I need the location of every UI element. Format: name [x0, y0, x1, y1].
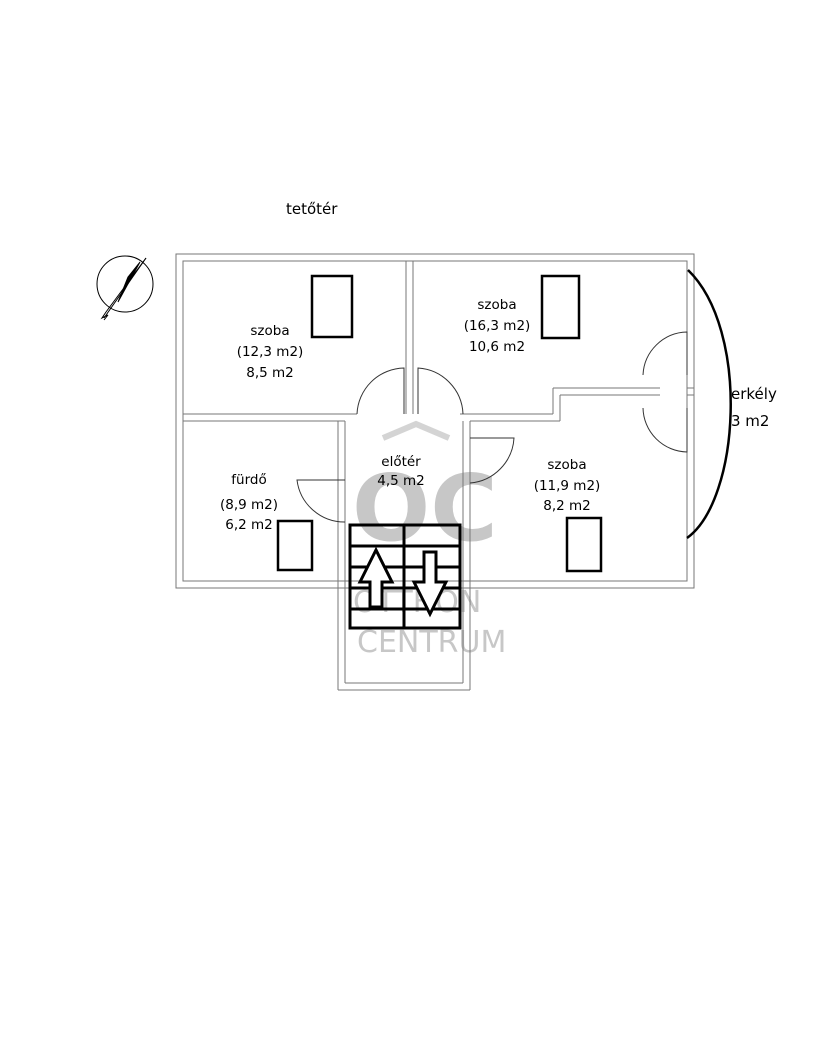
- balcony-outline: [686, 269, 732, 540]
- door-balcony-lower: [642, 407, 688, 453]
- door-balcony-upper: [642, 331, 688, 376]
- doors: [296, 331, 688, 523]
- bed-room2: [540, 274, 581, 340]
- room1-name: szoba: [250, 323, 289, 339]
- room3-gross: (11,9 m2): [534, 478, 601, 494]
- bed-room3: [565, 516, 603, 573]
- room-labels: szoba (12,3 m2) 8,5 m2 szoba (16,3 m2) 1…: [220, 297, 777, 533]
- door-room2: [417, 367, 464, 415]
- room2-net: 10,6 m2: [469, 339, 525, 355]
- room1-net: 8,5 m2: [246, 365, 294, 381]
- room2-name: szoba: [477, 297, 516, 313]
- north-arrow-icon: [96, 255, 154, 321]
- bath-gross: (8,9 m2): [220, 497, 278, 513]
- floor-title: tetőtér: [286, 200, 338, 218]
- bath-name: fürdő: [231, 472, 266, 488]
- watermark-text-bottom: CENTRUM: [357, 625, 506, 660]
- bed-room1: [310, 274, 354, 339]
- watermark: OC OTTHON CENTRUM: [352, 420, 506, 660]
- door-bath: [296, 479, 346, 523]
- balcony-area: 3 m2: [731, 412, 769, 430]
- hall-net: 4,5 m2: [377, 473, 425, 489]
- watermark-logo: OC: [352, 455, 498, 562]
- room3-name: szoba: [547, 457, 586, 473]
- furniture: [276, 274, 603, 573]
- room1-gross: (12,3 m2): [237, 344, 304, 360]
- door-room1: [356, 367, 405, 415]
- bathtub: [276, 519, 314, 572]
- hall-name: előtér: [381, 454, 421, 470]
- balcony-name: erkély: [731, 385, 777, 403]
- arrow-up-icon: [357, 546, 395, 609]
- arrow-down-icon: [411, 550, 449, 618]
- door-room3: [469, 437, 515, 484]
- room2-gross: (16,3 m2): [464, 318, 531, 334]
- stairs: [348, 523, 462, 630]
- walls: [175, 253, 695, 691]
- room3-net: 8,2 m2: [543, 498, 591, 514]
- bath-net: 6,2 m2: [225, 517, 273, 533]
